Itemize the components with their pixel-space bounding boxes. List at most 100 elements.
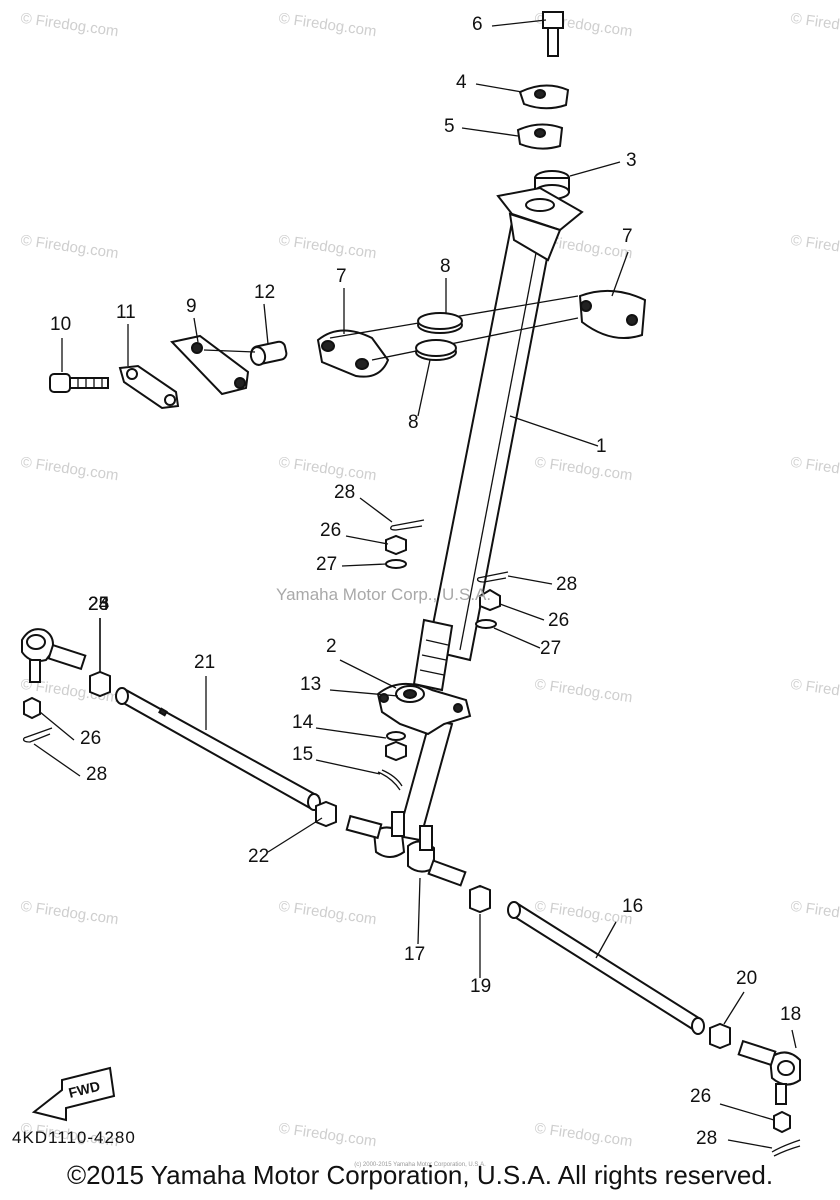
part-bolt-top [542, 11, 564, 57]
callout-28: 28 [86, 764, 107, 785]
part-top-flange [496, 186, 584, 262]
watermark-text: © Firedog.com [790, 232, 840, 263]
callout-5: 5 [444, 116, 455, 137]
watermark-text: © Firedog.com [278, 454, 378, 485]
leader-line [267, 817, 323, 853]
watermark-text: © Firedog.com [278, 898, 378, 929]
leader-line [193, 317, 199, 343]
watermark-text: © Firedog.com [790, 10, 840, 41]
callout-13: 13 [300, 674, 321, 695]
watermark-text: © Firedog.com [534, 1120, 634, 1151]
leader-lines [33, 19, 797, 1149]
part-tie-rod-left [115, 687, 321, 811]
leader-line [329, 689, 399, 697]
part-cotter-pin-15 [377, 769, 403, 791]
watermark-text: © Firedog.com [790, 898, 840, 929]
part-nut-26-bottom [773, 1110, 791, 1134]
leader-line [507, 575, 553, 585]
callout-14: 14 [292, 712, 314, 733]
watermark-text: © Firedog.com [534, 454, 634, 485]
watermark-layer: © Firedog.com © Firedog.com © Firedog.com ©… [20, 10, 840, 1151]
callout-8: 8 [408, 412, 419, 433]
callout-10: 10 [50, 314, 71, 335]
part-ball-joint-17 [407, 825, 467, 887]
leader-line [509, 415, 599, 447]
leader-line [315, 727, 387, 739]
callout-17: 17 [404, 944, 425, 965]
part-washer-27-upper [385, 559, 407, 569]
leader-line [493, 627, 541, 649]
part-nut-25 [89, 670, 111, 698]
watermark-text: © Firedog.com [278, 1120, 378, 1151]
part-nut-26-right [479, 588, 501, 612]
part-washer-14 [386, 731, 406, 741]
part-circlip-upper [417, 312, 463, 334]
callout-25: 25 [88, 594, 109, 615]
leader-line [461, 127, 519, 137]
leader-line [359, 497, 393, 523]
callout-21: 21 [194, 652, 215, 673]
part-nut-26-left [23, 696, 41, 720]
leader-line [719, 1103, 775, 1121]
tiny-note: (c) 2000-2015 Yamaha Motor Corporation, … [354, 1162, 486, 1168]
leader-line [569, 161, 621, 177]
watermark-text: © Firedog.com [20, 232, 120, 263]
part-bolt-left [49, 373, 109, 393]
callout-27: 27 [316, 554, 337, 575]
part-circlip-lower [415, 339, 457, 361]
leader-line [39, 711, 75, 741]
callout-7: 7 [336, 266, 347, 287]
callout-16: 16 [622, 896, 643, 917]
part-nut-20 [709, 1022, 731, 1050]
part-cotter-pin-bottom [771, 1139, 801, 1157]
watermark-text: © Firedog.com [534, 676, 634, 707]
leader-line [339, 659, 397, 689]
callout-18: 18 [780, 1004, 801, 1025]
callout-28: 28 [556, 574, 577, 595]
callout-1: 1 [596, 436, 607, 457]
fwd-arrow-icon: FWD [31, 1066, 116, 1122]
part-ball-joint-22 [345, 811, 406, 858]
fwd-label: FWD [67, 1078, 102, 1101]
leader-line [723, 991, 745, 1025]
watermark-text: © Firedog.com [20, 454, 120, 485]
leader-line [595, 921, 617, 959]
part-nut-19 [469, 884, 491, 914]
leader-line [611, 251, 629, 297]
callout-26: 26 [548, 610, 569, 631]
callout-23: 23 [88, 594, 109, 615]
part-lock-washer [118, 364, 180, 410]
part-plate [170, 334, 256, 396]
callout-19: 19 [470, 976, 491, 997]
leader-line [417, 877, 421, 945]
center-watermark: Yamaha Motor Corp., U.S.A. [276, 585, 491, 604]
part-cotter-pin-left [22, 727, 53, 743]
callout-3: 3 [626, 150, 637, 171]
callout-26: 26 [690, 1086, 711, 1107]
part-tie-rod-end-right [737, 1039, 801, 1105]
leader-line [417, 359, 431, 417]
part-nut-26-upper [385, 534, 407, 556]
callout-27: 27 [540, 638, 561, 659]
leader-line [341, 563, 387, 567]
part-lower-holder [516, 123, 564, 150]
watermark-text: © Firedog.com [278, 10, 378, 41]
part-pitman-arm [376, 683, 472, 736]
part-washer-27-right [475, 619, 497, 629]
leader-line [263, 303, 269, 345]
callout-26: 26 [80, 728, 101, 749]
watermark-text: © Firedog.com [790, 676, 840, 707]
leader-line [475, 83, 523, 93]
leader-line [345, 535, 389, 545]
leader-line [727, 1139, 773, 1149]
callout-8: 8 [440, 256, 451, 277]
part-tie-rod-end-left [21, 628, 87, 683]
callout-4: 4 [456, 72, 467, 93]
callout-26: 26 [320, 520, 341, 541]
callout-12: 12 [254, 282, 275, 303]
callout-11: 11 [116, 302, 136, 323]
part-cotter-pin-upper [390, 519, 425, 531]
part-nut-14 [385, 740, 407, 762]
part-holder-left [316, 295, 579, 378]
